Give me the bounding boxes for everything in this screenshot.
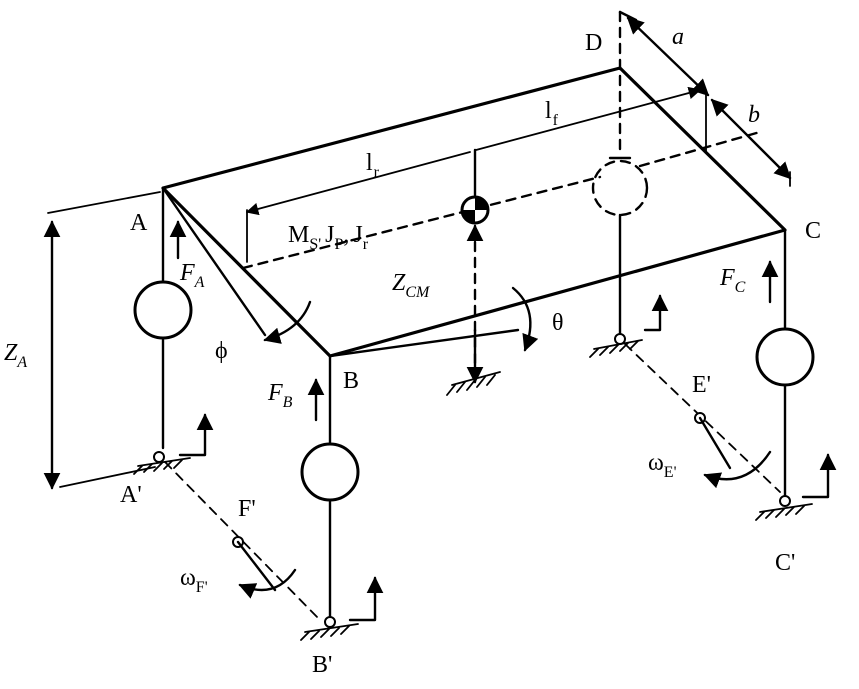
label-omega-f: ωF' xyxy=(180,565,208,596)
label-za: ZA xyxy=(4,340,27,371)
label-fa: FA xyxy=(179,260,205,291)
label-c-prime: C' xyxy=(775,550,795,576)
label-e-prime: E' xyxy=(692,372,711,398)
label-fc: FC xyxy=(719,265,746,296)
label-b-corner: B xyxy=(343,368,359,394)
label-b-prime: B' xyxy=(312,652,332,678)
label-a: a xyxy=(672,24,684,50)
label-fb: FB xyxy=(267,380,293,411)
label-a-corner: A xyxy=(130,210,148,236)
theta-arc xyxy=(511,286,539,352)
label-d: D xyxy=(585,30,602,56)
label-a-prime: A' xyxy=(120,482,142,508)
label-f-prime: F' xyxy=(238,496,256,522)
za-dimension xyxy=(43,191,161,490)
label-c: C xyxy=(805,218,821,244)
wheel-b xyxy=(232,354,384,641)
wheel-c xyxy=(694,228,837,521)
label-lr: lr xyxy=(366,150,380,181)
phi-arc xyxy=(263,300,312,344)
hidden-wheel-d xyxy=(589,10,781,493)
label-b: b xyxy=(748,102,760,128)
center-of-mass xyxy=(446,148,501,396)
label-lf: lf xyxy=(545,98,559,129)
ab-dimensions xyxy=(626,16,792,187)
lf-dimension xyxy=(475,86,707,153)
label-omega-e: ωE' xyxy=(648,450,677,481)
lr-dimension xyxy=(245,151,471,263)
label-theta: θ xyxy=(552,310,564,336)
label-mass-inertia: MS'JP,Jr xyxy=(288,222,369,253)
label-zcm: ZCM xyxy=(392,270,431,301)
label-phi: ϕ xyxy=(215,338,228,364)
